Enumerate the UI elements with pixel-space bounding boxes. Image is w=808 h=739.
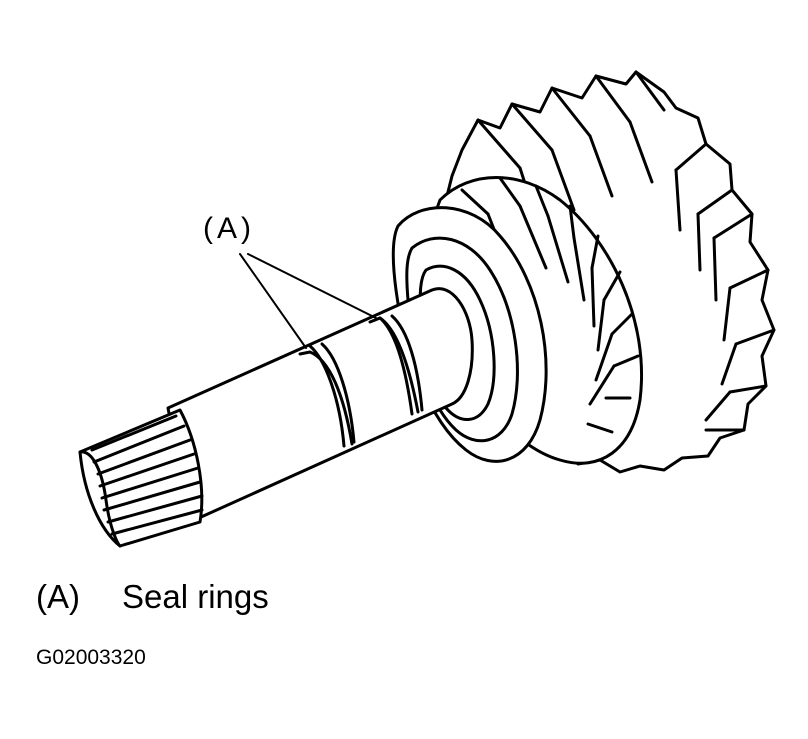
callout-leaders: [239, 253, 377, 349]
legend: (A) Seal rings: [36, 578, 269, 616]
shaft: [166, 287, 474, 524]
figure-id: G02003320: [36, 646, 146, 669]
legend-text: Seal rings: [122, 578, 269, 615]
splined-end: [78, 408, 204, 548]
legend-key: (A): [36, 578, 80, 615]
callout-label-a: (A): [203, 212, 255, 245]
